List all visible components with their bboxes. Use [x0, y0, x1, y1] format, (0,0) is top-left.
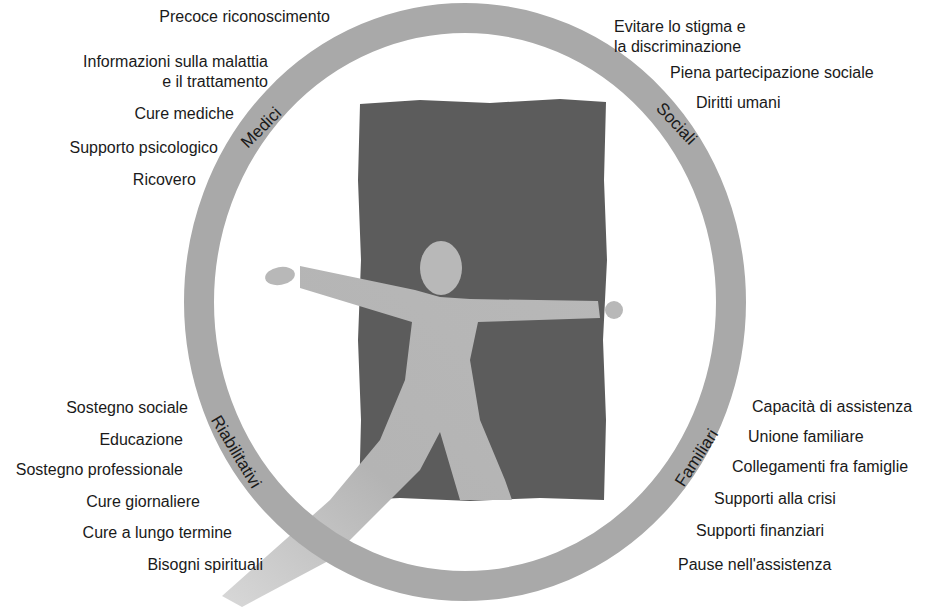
- need-item: Supporti alla crisi: [714, 489, 836, 509]
- figure-head: [420, 241, 462, 295]
- need-item: Ricovero: [133, 170, 196, 190]
- figure-hand: [605, 301, 623, 319]
- need-item: Cure giornaliere: [86, 492, 200, 512]
- need-item: Diritti umani: [696, 93, 780, 113]
- need-item: Collegamenti fra famiglie: [732, 457, 908, 477]
- need-item: Evitare lo stigma e la discriminazione: [614, 17, 756, 57]
- need-item: Unione familiare: [748, 427, 864, 447]
- need-item: Cure mediche: [134, 104, 234, 124]
- need-item: Capacità di assistenza: [752, 397, 912, 417]
- need-item: Sostegno professionale: [16, 460, 183, 480]
- need-item: Cure a lungo termine: [83, 523, 232, 543]
- need-item: Educazione: [99, 430, 183, 450]
- need-item: Supporto psicologico: [69, 138, 218, 158]
- human-figure: [222, 266, 600, 607]
- need-item: Informazioni sulla malattia e il trattam…: [71, 52, 268, 92]
- need-item: Pause nell'assistenza: [678, 555, 831, 575]
- need-item: Supporti finanziari: [696, 521, 824, 541]
- need-item: Precoce riconoscimento: [159, 7, 330, 27]
- need-item: Bisogni spirituali: [147, 555, 263, 575]
- need-item: Piena partecipazione sociale: [670, 63, 874, 83]
- figure-hand: [264, 265, 297, 288]
- need-item: Sostegno sociale: [66, 398, 188, 418]
